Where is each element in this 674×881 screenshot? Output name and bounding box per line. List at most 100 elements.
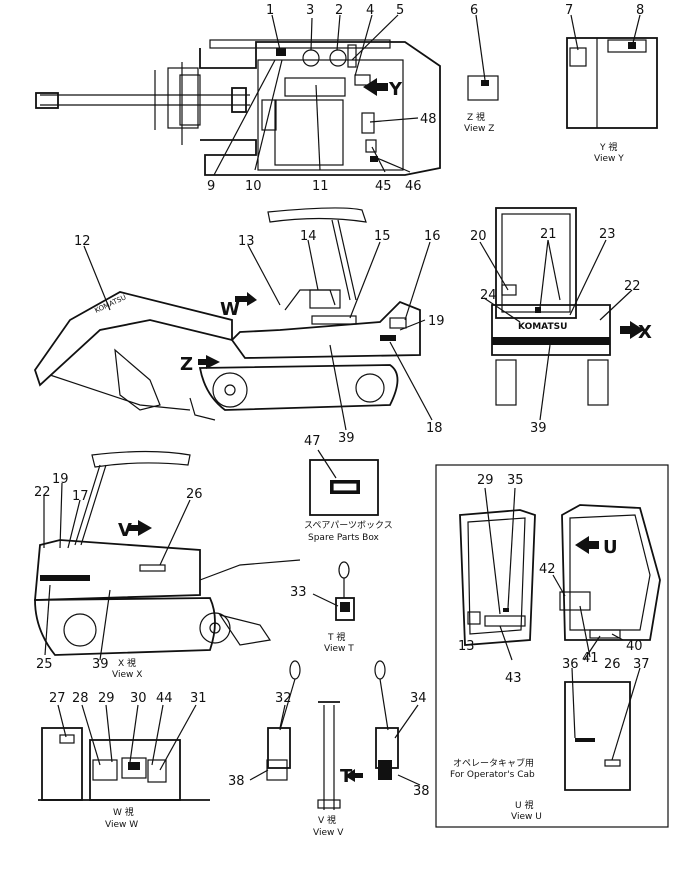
view-letters: Y W Z X V T U [118, 79, 652, 787]
callout-18: 18 [426, 421, 443, 436]
letter-v: V [118, 520, 132, 541]
letter-x: X [638, 322, 652, 343]
callout-8: 8 [636, 3, 644, 18]
callout-26b: 26 [604, 657, 621, 672]
callout-42: 42 [539, 562, 556, 577]
callout-23: 23 [599, 227, 616, 242]
callout-44: 44 [156, 691, 173, 706]
callout-33: 33 [290, 585, 307, 600]
caption-view-t: View T [324, 644, 354, 654]
callout-9: 9 [207, 179, 215, 194]
view-x-machine [34, 450, 301, 661]
callout-24: 24 [480, 288, 497, 303]
callout-46: 46 [405, 179, 422, 194]
callout-28: 28 [72, 691, 89, 706]
callout-29b: 29 [477, 473, 494, 488]
callout-11: 11 [312, 179, 329, 194]
caption-view-v-jp: V 視 [318, 814, 336, 826]
callout-numbers: 1 2 3 4 5 6 7 8 9 10 11 45 46 48 12 13 1… [34, 3, 650, 799]
callout-25: 25 [36, 657, 53, 672]
callout-34: 34 [410, 691, 427, 706]
callout-30: 30 [130, 691, 147, 706]
callout-5: 5 [396, 3, 404, 18]
callout-15: 15 [374, 229, 391, 244]
callout-47: 47 [304, 434, 321, 449]
arrow-w [235, 292, 257, 306]
view-v-levers [249, 660, 421, 810]
view-t-lever [312, 561, 355, 621]
callout-10: 10 [245, 179, 262, 194]
caption-spare-jp: スペアパーツボックス [304, 520, 393, 531]
callout-21: 21 [540, 227, 557, 242]
caption-view-u-jp: U 視 [515, 799, 533, 811]
callout-1: 1 [266, 3, 274, 18]
caption-cab: For Operator's Cab [450, 770, 535, 780]
arrow-z [198, 355, 220, 369]
callout-39a: 39 [338, 431, 355, 446]
letter-u: U [603, 537, 618, 558]
caption-view-x: View X [112, 670, 142, 680]
letter-y: Y [388, 79, 403, 100]
rear-logo: KOMATSU [518, 322, 567, 332]
letter-w: W [220, 299, 240, 320]
callout-4: 4 [366, 3, 374, 18]
arrow-x [620, 321, 644, 339]
view-z-detail [467, 14, 499, 101]
callout-41: 41 [582, 651, 599, 666]
view-w-panel [38, 704, 210, 801]
arrow-u [575, 536, 599, 554]
caption-view-z-jp: Z 視 [467, 111, 485, 123]
callout-6: 6 [470, 3, 478, 18]
view-u-cab [435, 464, 669, 828]
callout-40: 40 [626, 639, 643, 654]
letter-z: Z [180, 354, 193, 375]
caption-view-x-jp: X 視 [118, 657, 136, 669]
callout-39c: 39 [92, 657, 109, 672]
callout-31: 31 [190, 691, 207, 706]
captions: Z 視 View Z Y 視 View Y スペアパーツボックス Spare P… [105, 111, 624, 838]
caption-view-y-jp: Y 視 [599, 141, 617, 153]
callout-38a: 38 [228, 774, 245, 789]
callout-leaders-top [213, 14, 419, 176]
rear-view: KOMATSU [479, 207, 644, 421]
callout-29a: 29 [98, 691, 115, 706]
caption-spare: Spare Parts Box [308, 533, 380, 543]
top-plan-view [35, 39, 441, 176]
spare-parts-box [309, 449, 379, 516]
arrow-v [128, 520, 152, 536]
caption-cab-jp: オペレータキャブ用 [453, 757, 534, 769]
callout-22b: 22 [34, 485, 51, 500]
caption-view-z: View Z [464, 124, 494, 134]
arrow-y [363, 78, 388, 96]
caption-view-u: View U [511, 812, 542, 822]
view-y-detail [566, 14, 658, 129]
callout-12: 12 [74, 234, 91, 249]
callout-26a: 26 [186, 487, 203, 502]
caption-view-y: View Y [594, 154, 624, 164]
callout-17: 17 [72, 489, 89, 504]
callout-37: 37 [633, 657, 650, 672]
arrow-t [345, 769, 363, 782]
letter-t: T [340, 766, 353, 787]
callout-14: 14 [300, 229, 317, 244]
caption-view-v: View V [313, 828, 344, 838]
callout-13: 13 [238, 234, 255, 249]
callout-45: 45 [375, 179, 392, 194]
callout-3: 3 [306, 3, 314, 18]
callout-19b: 19 [52, 472, 69, 487]
callout-43: 43 [505, 671, 522, 686]
callout-13b: 13 [458, 639, 475, 654]
callout-2: 2 [335, 3, 343, 18]
callout-7: 7 [565, 3, 573, 18]
caption-view-t-jp: T 視 [327, 631, 345, 643]
callout-35: 35 [507, 473, 524, 488]
callout-20: 20 [470, 229, 487, 244]
caption-view-w-jp: W 視 [113, 806, 134, 818]
callout-32: 32 [275, 691, 292, 706]
callout-48: 48 [420, 112, 437, 127]
callout-27: 27 [49, 691, 66, 706]
callout-19a: 19 [428, 314, 445, 329]
caption-view-w: View W [105, 820, 138, 830]
